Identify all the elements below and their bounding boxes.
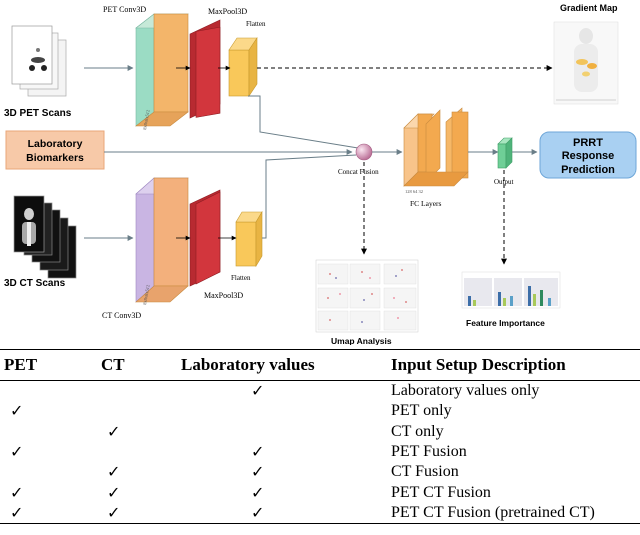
pet-check-cell [0,381,101,402]
ct-check-cell [101,381,181,402]
pet-check-cell: ✓ [10,504,24,522]
pet-flatten-label: Flatten [246,20,266,28]
description-cell: CT Fusion [391,463,459,481]
table-row: ✓ ✓ ✓ PET CT Fusion (pretrained CT) [0,503,640,524]
concat-label: Concat Fusion [338,168,379,176]
description-cell: Laboratory values only [391,382,540,400]
laboratory-check-cell: ✓ [251,464,265,482]
table-row: ✓ Laboratory values only [0,381,640,402]
umap-label: Umap Analysis [331,336,392,345]
lab-biomarkers-label-line2: Biomarkers [26,152,84,164]
description-cell: PET CT Fusion (pretrained CT) [391,503,595,521]
ct-flatten-block [235,210,263,268]
ct-check-cell: ✓ [107,423,121,441]
description-cell: PET Fusion [391,443,467,461]
lab-biomarkers-label-line1: Laboratory [28,138,83,150]
architecture-diagram: 3D PET Scans 3D CT Scans Laboratory Biom… [4,3,637,345]
umap-analysis-image [315,259,419,333]
gradient-map-image [553,21,619,105]
ct-scans-stack [13,195,77,279]
pet-conv-label: PET Conv3D [103,5,146,14]
header-pet: PET [4,355,38,374]
ct-maxpool-label: MaxPool3D [204,291,243,300]
laboratory-check-cell: ✓ [251,383,265,401]
table-top-rule [0,349,640,350]
input-setup-table: PET CT Laboratory values Input Setup Des… [0,350,640,524]
pet-flatten-to-concat-line [248,95,359,149]
pet-check-cell [0,462,101,482]
ct-maxpool-block [189,189,221,287]
pet-check-cell: ✓ [10,444,24,462]
ct-conv3d-block [135,177,189,303]
ct-scans-label: 3D CT Scans [4,278,66,289]
output-label: Output [494,178,514,186]
concat-fusion-node [355,143,373,161]
table-header-row: PET CT Laboratory values Input Setup Des… [0,350,640,381]
prrt-label-line3: Prediction [561,164,615,176]
ct-conv-label: CT Conv3D [102,311,141,320]
feature-importance-label: Feature Importance [466,318,545,328]
output-node [497,137,513,169]
fc-layers-block [403,107,469,187]
ct-check-cell: ✓ [107,504,121,522]
ct-flatten-to-concat-line [262,154,357,239]
gradient-map-label: Gradient Map [560,3,618,13]
table-row: ✓ PET only [0,401,640,421]
pet-check-cell: ✓ [10,403,24,421]
laboratory-check-cell [181,401,391,421]
prrt-response-box: PRRT Response Prediction [539,131,637,179]
fc-dims: 128 64 32 [405,189,423,194]
header-input-setup-description: Input Setup Description [391,355,566,374]
laboratory-check-cell: ✓ [251,484,265,502]
table-row: ✓ CT only [0,422,640,442]
feature-importance-image [461,271,561,309]
laboratory-check-cell: ✓ [251,504,265,522]
laboratory-check-cell: ✓ [251,444,265,462]
laboratory-check-cell [181,422,391,442]
pet-maxpool-label: MaxPool3D [208,7,247,16]
pet-check-cell: ✓ [10,484,24,502]
pet-flatten-block [228,37,258,97]
description-cell: PET CT Fusion [391,483,491,501]
pet-conv3d-block [135,13,189,127]
pet-scans-label: 3D PET Scans [4,108,72,119]
ct-check-cell [101,401,181,421]
header-laboratory-values: Laboratory values [181,355,315,374]
pet-conv-dims: 8x8x8x512 [142,109,150,130]
ct-check-cell: ✓ [107,484,121,502]
ct-conv-dims: 8x8x8x512 [142,284,150,305]
header-ct: CT [101,355,125,374]
prrt-label-line2: Response [562,150,615,162]
prrt-label-line1: PRRT [573,137,603,149]
fc-label: FC Layers [410,199,442,208]
pet-maxpool-block [189,19,221,119]
table-row: ✓ ✓ CT Fusion [0,462,640,482]
description-cell: CT only [391,422,444,440]
ct-check-cell [101,442,181,462]
pet-check-cell [0,422,101,442]
description-cell: PET only [391,402,452,420]
table-row: ✓ ✓ ✓ PET CT Fusion [0,482,640,502]
ct-flatten-label: Flatten [231,274,251,282]
table-row: ✓ ✓ PET Fusion [0,442,640,462]
pet-scans-stack [11,25,67,97]
ct-check-cell: ✓ [107,464,121,482]
lab-biomarkers-box: Laboratory Biomarkers [5,130,105,170]
